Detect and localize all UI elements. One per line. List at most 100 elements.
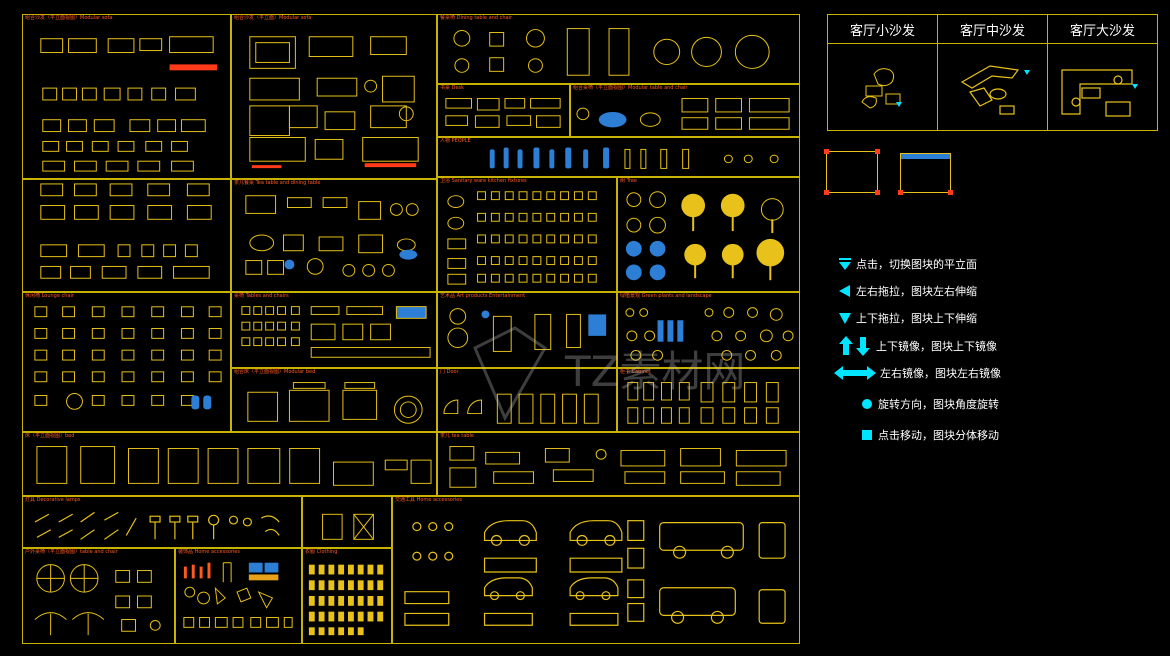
watermark-logo: TZ素材网 (473, 326, 745, 422)
desk-art (445, 97, 561, 128)
panel-bed[interactable]: 床（平立面视图）bed (22, 432, 437, 496)
panel-title: 组合沙发（平立面）Modular sofa (234, 15, 312, 21)
panel-title: 绿植景观 Green plants and landscape (620, 293, 712, 299)
art-products-art (447, 308, 607, 352)
left-right-arrows-icon (834, 366, 876, 380)
header-large-sofa: 客厅大沙发 (1048, 15, 1157, 44)
square-icon (862, 430, 872, 440)
panel-modular-bed[interactable]: 组合床（平立面视图）Modular bed (231, 368, 437, 432)
legend-row-mirror-lr: 左右镜像，图块左右镜像 (834, 364, 1001, 382)
panel-title: 茶几餐桌 Tea table and dining table (234, 180, 321, 186)
dining-art (453, 28, 770, 76)
green-plants-art (625, 307, 794, 361)
panel-green-plants[interactable]: 绿植景观 Green plants and landscape (617, 292, 800, 368)
bed-art (36, 446, 432, 486)
panel-title: 组合桌椅（平立面视图）Modular table and chair (573, 85, 688, 91)
panel-tea-table[interactable]: 茶几 tea table (437, 432, 800, 496)
panel-small-doors[interactable] (302, 496, 392, 548)
tea-table-art (449, 446, 787, 488)
legend-row-toggle: 点击，切换图块的平立面 (838, 255, 977, 273)
panel-title: 茶几 tea table (440, 433, 474, 439)
panel-outdoor[interactable]: 户外桌椅（平立面视图）table and chair (22, 548, 175, 644)
lamps-art (34, 511, 280, 540)
doors-art (443, 393, 599, 424)
lounge-sofa-art (40, 183, 212, 279)
panel-title: 桌椅 Tables and chairs (234, 293, 289, 299)
arrow-down-icon (839, 313, 851, 324)
panel-desk[interactable]: 书桌 Desk (437, 84, 570, 137)
panel-sofa-modular[interactable]: 组合沙发（平立面）Modular sofa (231, 14, 437, 179)
tea-dining-art (245, 195, 419, 277)
home-accessories-art (183, 562, 293, 628)
frame-block-plain[interactable] (824, 149, 880, 195)
circle-icon (862, 399, 872, 409)
panel-title: 灯具 Decorative lamps (25, 497, 81, 503)
frame-block-curtain[interactable] (898, 153, 953, 195)
people-art (489, 147, 779, 169)
triangle-down-bar-icon (839, 258, 851, 270)
panel-title: 餐桌椅 Dining table and chair (440, 15, 512, 21)
panel-title: 门 Door (440, 369, 459, 375)
panel-modular-table[interactable]: 组合桌椅（平立面视图）Modular table and chair (570, 84, 800, 137)
panel-title: 交通工具 Home accessories (395, 497, 462, 503)
header-medium-sofa: 客厅中沙发 (938, 15, 1048, 44)
modular-bed-art (247, 382, 423, 424)
panel-tea-dining[interactable]: 茶几餐桌 Tea table and dining table (231, 179, 437, 292)
legend-label: 左右拖拉，图块左右伸缩 (856, 285, 977, 298)
panel-lounge-sofa-blocks[interactable] (22, 179, 231, 292)
panel-title: 组合床（平立面视图）Modular bed (234, 369, 316, 375)
legend-row-move: 点击移动，图块分体移动 (860, 426, 999, 444)
tree-art (625, 191, 785, 281)
legend-row-stretch-lr: 左右拖拉，图块左右伸缩 (838, 282, 977, 300)
panel-title: 艺术品 Art products Entertainment (440, 293, 526, 299)
large-sofa-block[interactable] (1048, 44, 1157, 130)
panel-people[interactable]: 人物 PEOPLE (437, 137, 800, 177)
panel-home-accessories[interactable]: 装饰品 Home accessories (175, 548, 302, 644)
panel-title: 户外桌椅（平立面视图）table and chair (25, 549, 118, 555)
legend-label: 上下拖拉，图块上下伸缩 (856, 312, 977, 325)
sofa-blocks-art (40, 36, 218, 172)
panel-sanitary[interactable]: 卫浴 Sanitary ware kitchen fixtures (437, 177, 617, 292)
panel-cabinet[interactable]: 柜子 Cabinet (617, 368, 800, 432)
panel-art-entertainment[interactable]: 艺术品 Art products Entertainment (437, 292, 617, 368)
lounge-chair-art (34, 306, 222, 410)
legend-label: 点击，切换图块的平立面 (856, 258, 977, 271)
sofa-size-table: 客厅小沙发 客厅中沙发 客厅大沙发 (827, 14, 1158, 131)
outdoor-art (34, 564, 161, 636)
legend-label: 上下镜像，图块上下镜像 (876, 340, 997, 353)
panel-title: 休闲椅 Lounge chair (25, 293, 74, 299)
clothing-art (308, 564, 384, 636)
legend-label: 旋转方向，图块角度旋转 (878, 398, 999, 411)
modular-sofa-art (249, 36, 419, 169)
small-sofa-block[interactable] (828, 44, 938, 130)
panel-dining[interactable]: 餐桌椅 Dining table and chair (437, 14, 800, 84)
sanitary-art (447, 191, 597, 285)
modular-table-art (576, 97, 790, 130)
header-small-sofa: 客厅小沙发 (828, 15, 938, 44)
panel-lamps[interactable]: 灯具 Decorative lamps (22, 496, 302, 548)
vehicles-art (404, 520, 786, 626)
panel-title: 床（平立面视图）bed (25, 433, 75, 439)
panel-title: 装饰品 Home accessories (178, 549, 240, 555)
panel-vehicles[interactable]: 交通工具 Home accessories (392, 496, 800, 644)
cabinet-art (627, 382, 779, 424)
panel-title: 组合沙发（平立面视图）Modular sofa (25, 15, 113, 21)
arrow-left-icon (839, 285, 850, 297)
up-down-arrows-icon (839, 336, 870, 356)
panel-tree[interactable]: 树 Tree (617, 177, 800, 292)
panel-lounge-chair[interactable]: 休闲椅 Lounge chair (22, 292, 231, 432)
panel-tables-chairs[interactable]: 桌椅 Tables and chairs (231, 292, 437, 368)
panel-title: 衣服 Clothing (305, 549, 338, 555)
panel-title: 人物 PEOPLE (440, 138, 471, 144)
panel-doors[interactable]: 门 Door (437, 368, 617, 432)
medium-sofa-block[interactable] (938, 44, 1048, 130)
panel-sofa-modular-left[interactable]: 组合沙发（平立面视图）Modular sofa (22, 14, 231, 179)
small-doors-art (322, 513, 374, 540)
watermark-text: TZ素材网 (564, 347, 745, 396)
panel-clothing[interactable]: 衣服 Clothing (302, 548, 392, 644)
panel-title: 卫浴 Sanitary ware kitchen fixtures (440, 178, 527, 184)
panel-title: 柜子 Cabinet (620, 369, 651, 375)
legend-row-stretch-ud: 上下拖拉，图块上下伸缩 (838, 309, 977, 327)
legend-row-mirror-ud: 上下镜像，图块上下镜像 (838, 336, 997, 356)
legend-row-rotate: 旋转方向，图块角度旋转 (860, 395, 999, 413)
